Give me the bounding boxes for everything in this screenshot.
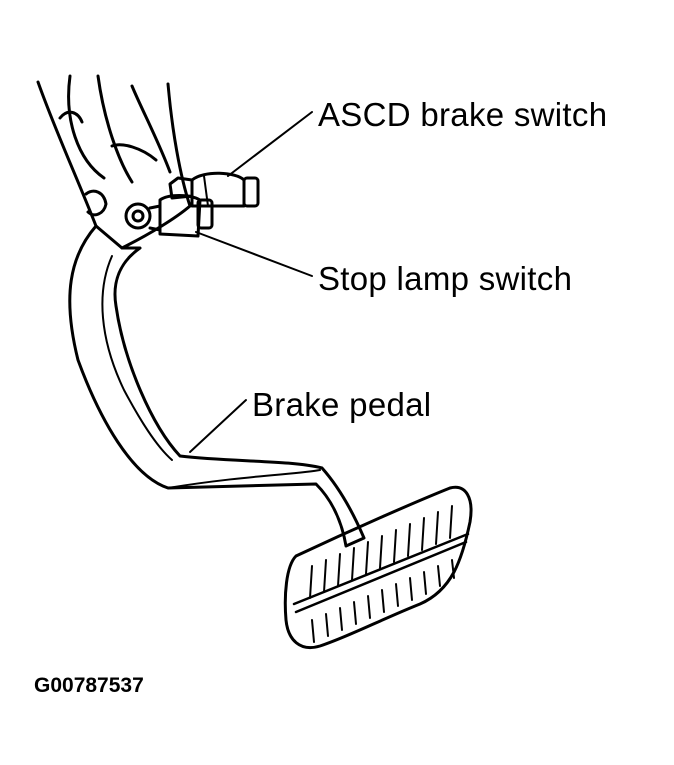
ascd-brake-switch-label: ASCD brake switch bbox=[318, 96, 608, 133]
pedal-bracket bbox=[36, 74, 192, 250]
stop-lamp-switch-label: Stop lamp switch bbox=[318, 260, 573, 297]
brake-pedal-pad bbox=[283, 485, 473, 649]
brake-pedal-arm bbox=[68, 224, 366, 548]
leader-line-stop bbox=[195, 231, 313, 277]
stop-lamp-switch bbox=[124, 194, 214, 238]
brake-pedal-label: Brake pedal bbox=[252, 386, 432, 423]
ascd-brake-switch bbox=[168, 171, 260, 208]
leader-line-pedal bbox=[189, 399, 247, 453]
figure-id: G00787537 bbox=[34, 674, 144, 697]
leader-line-ascd bbox=[227, 111, 313, 177]
